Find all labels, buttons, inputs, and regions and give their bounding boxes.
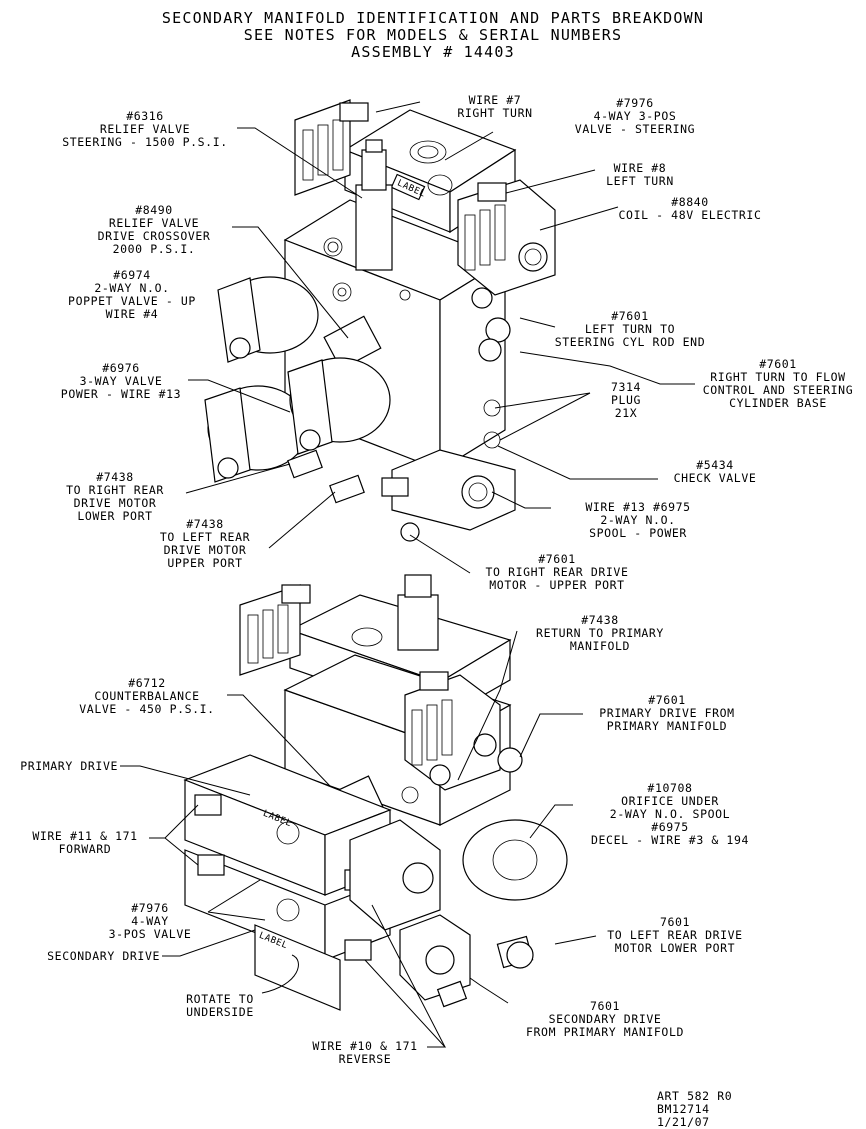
footer-date: 1/21/07 [657, 1115, 710, 1129]
footer-block: ART 582 R0 BM12714 1/21/07 [657, 1090, 732, 1129]
callout-primary-drive: PRIMARY DRIVE [20, 759, 118, 773]
title-line-3: ASSEMBLY # 14403 [351, 43, 515, 61]
footer-bm-number: BM12714 [657, 1102, 710, 1116]
callout-secondary-drive: SECONDARY DRIVE [47, 949, 160, 963]
upper-manifold-block [204, 99, 556, 542]
leader-lines [120, 101, 695, 1048]
title-line-1: SECONDARY MANIFOLD IDENTIFICATION AND PA… [161, 9, 705, 27]
title-line-2: SEE NOTES FOR MODELS & SERIAL NUMBERS [243, 26, 623, 44]
lower-manifold-block [183, 574, 568, 1011]
footer-art-number: ART 582 R0 [657, 1089, 733, 1103]
